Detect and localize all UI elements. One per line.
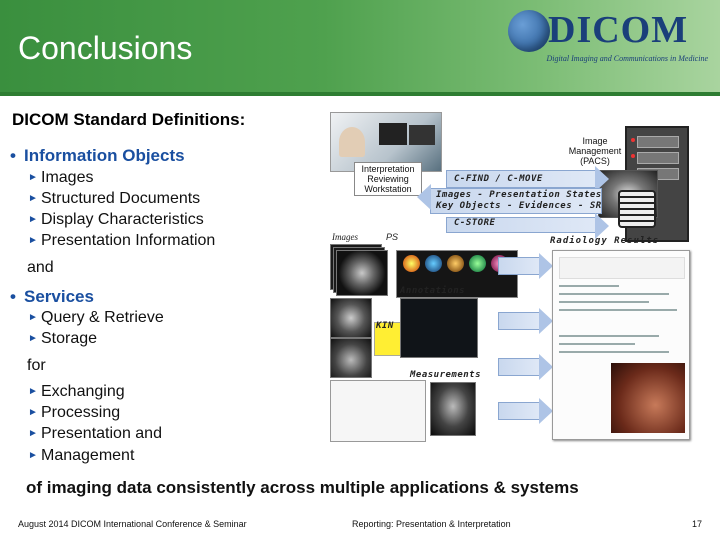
list-item: ►Presentation Information (28, 232, 215, 250)
list-item-label: Presentation Information (41, 232, 215, 249)
monitor-icon (409, 125, 435, 145)
list-item-label: Management (41, 447, 134, 464)
section-heading: DICOM Standard Definitions: (12, 110, 245, 130)
workflow-diagram: Interpretation Reviewing Workstation Ima… (330, 100, 710, 460)
arrow-bullet-icon: ► (28, 386, 41, 397)
radiology-report (552, 250, 690, 440)
list-item-label: Structured Documents (41, 190, 200, 207)
scan-thumb (403, 255, 420, 272)
cstore-label: C-STORE (454, 218, 495, 228)
list-item: ►Management (28, 447, 134, 465)
scan-thumb (469, 255, 486, 272)
slide-title: Conclusions (18, 30, 192, 67)
image-stack (330, 244, 388, 294)
page-number: 17 (692, 519, 702, 529)
list-item-label: Images (41, 169, 93, 186)
list-item: ►Structured Documents (28, 190, 200, 208)
list-item: ►Processing (28, 404, 120, 422)
kin-arrow (498, 358, 540, 376)
bullet-icon: • (10, 287, 24, 307)
arrow-bullet-icon: ► (28, 450, 41, 461)
report-header (559, 257, 685, 279)
server-bay (637, 152, 679, 164)
arrow-bullet-icon: ► (28, 333, 41, 344)
lung-image (611, 363, 685, 433)
footer-left: August 2014 DICOM International Conferen… (18, 519, 247, 529)
status-led (631, 138, 635, 142)
list-item: ►Exchanging (28, 383, 125, 401)
footer-center: Reporting: Presentation & Interpretation (352, 519, 511, 529)
images-label: Images (332, 232, 358, 242)
status-led (631, 154, 635, 158)
measurements-arrow (498, 402, 540, 420)
list-item-label: Exchanging (41, 383, 125, 400)
annotations-label: Annotations (400, 286, 465, 296)
measurements-label: Measurements (410, 370, 481, 380)
report-line (559, 343, 635, 345)
list-item-label: Storage (41, 330, 97, 347)
arrow-bullet-icon: ► (28, 193, 41, 204)
list-item-label: Display Characteristics (41, 211, 204, 228)
pacs-label: Image Management (PACS) (564, 136, 626, 166)
annotations-arrow (498, 312, 540, 330)
radiologist-figure (339, 127, 365, 157)
list-item: ►Query & Retrieve (28, 309, 164, 327)
title-bar: Conclusions DICOM Digital Imaging and Co… (0, 0, 720, 96)
report-line (559, 351, 669, 353)
list-item: ►Storage (28, 330, 97, 348)
list-item-label: Query & Retrieve (41, 309, 164, 326)
ct-image (330, 338, 372, 378)
and-text: and (27, 259, 54, 277)
report-line (559, 309, 677, 311)
report-line (559, 285, 619, 287)
radiology-results-label: Radiology Results (550, 236, 659, 246)
logo-word: DICOM (548, 8, 688, 52)
viewer-panel (400, 298, 478, 358)
scan-thumb (425, 255, 442, 272)
monitor-icon (379, 123, 407, 145)
list-item: ►Images (28, 169, 93, 187)
cfind-label: C-FIND / C-MOVE (454, 174, 543, 184)
ps-label: PS (386, 232, 398, 242)
report-line (559, 335, 659, 337)
services-heading: •Services (10, 287, 94, 307)
services-label: Services (24, 287, 94, 306)
report-line (559, 301, 649, 303)
info-objects-label: Information Objects (24, 146, 185, 165)
scan-image (336, 250, 388, 296)
arrow-bullet-icon: ► (28, 312, 41, 323)
globe-icon (508, 10, 550, 52)
measurement-report (330, 380, 426, 442)
server-bay (637, 136, 679, 148)
scan-thumb (447, 255, 464, 272)
logo-tagline: Digital Imaging and Communications in Me… (508, 54, 708, 63)
list-item: ►Display Characteristics (28, 211, 204, 229)
conclusion-text: of imaging data consistently across mult… (26, 478, 579, 498)
arrow-bullet-icon: ► (28, 428, 41, 439)
results-arrow (498, 257, 540, 275)
workstation-label: Interpretation Reviewing Workstation (354, 162, 422, 196)
arrow-bullet-icon: ► (28, 235, 41, 246)
presentation-states-label: Images - Presentation States (436, 190, 602, 200)
echo-image (430, 382, 476, 436)
info-objects-heading: •Information Objects (10, 146, 185, 166)
bullet-icon: • (10, 146, 24, 166)
dicom-logo: DICOM Digital Imaging and Communications… (508, 8, 708, 54)
list-item: ►Presentation and (28, 425, 162, 443)
key-objects-label: Key Objects - Evidences - SR (436, 201, 602, 211)
kin-label: KIN (376, 321, 394, 331)
storage-disk-icon (618, 190, 656, 228)
arrow-bullet-icon: ► (28, 172, 41, 183)
report-line (559, 293, 669, 295)
title-rule (0, 92, 720, 96)
list-item-label: Presentation and (41, 425, 162, 442)
arrow-bullet-icon: ► (28, 407, 41, 418)
for-text: for (27, 357, 46, 375)
list-item-label: Processing (41, 404, 120, 421)
arrow-bullet-icon: ► (28, 214, 41, 225)
ct-image (330, 298, 372, 338)
